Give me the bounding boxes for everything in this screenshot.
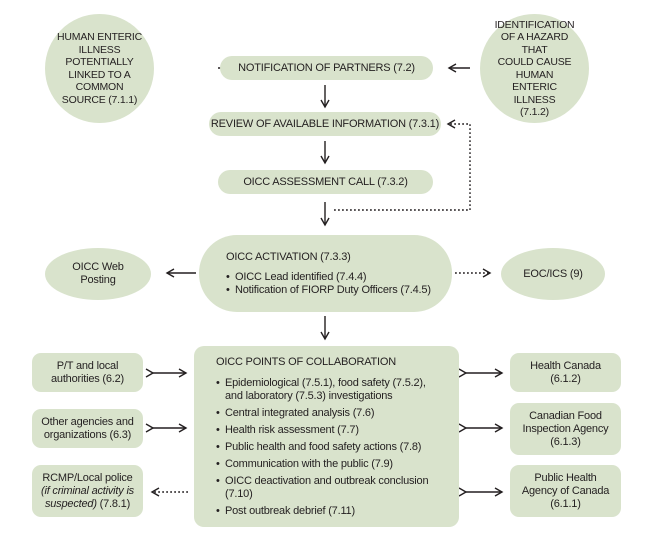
rcmp-reference: (7.8.1) — [96, 497, 131, 510]
phac-node: Public Health Agency of Canada (6.1.1) — [510, 465, 621, 517]
other-agencies-label: Other agencies and organizations (6.3) — [41, 415, 134, 441]
phac-label: Public Health Agency of Canada (6.1.1) — [521, 471, 610, 510]
review-information-label: REVIEW OF AVAILABLE INFORMATION (7.3.1) — [210, 117, 440, 130]
collaboration-item: Epidemiological (7.5.1), food safety (7.… — [216, 377, 451, 403]
collaboration-item: Public health and food safety actions (7… — [216, 441, 451, 454]
other-agencies-node: Other agencies and organizations (6.3) — [32, 409, 143, 448]
eoc-ics-label: EOC/ICS (9) — [523, 267, 583, 280]
dotted-loop-activation-to-review — [334, 119, 471, 211]
pt-local-label: P/T and local authorities (6.2) — [50, 359, 125, 385]
collaboration-content: OICC POINTS OF COLLABORATION Epidemiolog… — [216, 356, 451, 518]
eoc-ics-node: EOC/ICS (9) — [501, 248, 605, 300]
web-posting-node: OICC Web Posting — [45, 248, 151, 300]
hazard-identification-node: IDENTIFICATION OF A HAZARD THAT COULD CA… — [480, 14, 589, 123]
collaboration-list: Epidemiological (7.5.1), food safety (7.… — [216, 377, 451, 518]
rcmp-content: RCMP/Local police (if criminal activity … — [41, 472, 134, 511]
health-canada-label: Health Canada (6.1.2) — [530, 359, 601, 385]
hazard-identification-label: IDENTIFICATION OF A HAZARD THAT COULD CA… — [494, 18, 575, 119]
rcmp-condition-tail: suspected) — [44, 497, 97, 510]
rcmp-node: RCMP/Local police (if criminal activity … — [32, 465, 143, 517]
collaboration-item: Health risk assessment (7.7) — [216, 424, 451, 437]
rcmp-condition: (if criminal activity is — [41, 484, 134, 497]
assessment-call-node: OICC ASSESSMENT CALL (7.3.2) — [218, 170, 433, 194]
activation-item: Notification of FIORP Duty Officers (7.4… — [226, 284, 431, 297]
web-posting-label: OICC Web Posting — [72, 261, 124, 286]
rcmp-label: RCMP/Local police — [42, 471, 133, 484]
collaboration-title: OICC POINTS OF COLLABORATION — [216, 355, 396, 368]
assessment-call-label: OICC ASSESSMENT CALL (7.3.2) — [243, 175, 408, 188]
activation-item: OICC Lead identified (7.4.4) — [226, 271, 431, 284]
collaboration-item: OICC deactivation and outbreak conclusio… — [216, 475, 451, 501]
activation-title: OICC ACTIVATION (7.3.3) — [226, 250, 351, 263]
health-canada-node: Health Canada (6.1.2) — [510, 353, 621, 392]
activation-node: OICC ACTIVATION (7.3.3) OICC Lead identi… — [199, 235, 452, 312]
collaboration-item: Communication with the public (7.9) — [216, 458, 451, 471]
collaboration-item: Post outbreak debrief (7.11) — [216, 505, 451, 518]
collaboration-item: Central integrated analysis (7.6) — [216, 407, 451, 420]
review-information-node: REVIEW OF AVAILABLE INFORMATION (7.3.1) — [209, 112, 441, 136]
cfia-node: Canadian Food Inspection Agency (6.1.3) — [510, 403, 621, 455]
notification-of-partners-node: NOTIFICATION OF PARTNERS (7.2) — [220, 56, 433, 80]
human-illness-node: HUMAN ENTERIC ILLNESS POTENTIALLY LINKED… — [45, 14, 154, 123]
human-illness-label: HUMAN ENTERIC ILLNESS POTENTIALLY LINKED… — [57, 31, 142, 106]
pt-local-node: P/T and local authorities (6.2) — [32, 353, 143, 392]
activation-content: OICC ACTIVATION (7.3.3) OICC Lead identi… — [226, 251, 431, 297]
notification-of-partners-label: NOTIFICATION OF PARTNERS (7.2) — [238, 61, 415, 74]
cfia-label: Canadian Food Inspection Agency (6.1.3) — [522, 409, 609, 448]
collaboration-node: OICC POINTS OF COLLABORATION Epidemiolog… — [194, 346, 459, 527]
rcmp-condition-end: suspected) (7.8.1) — [41, 498, 134, 511]
activation-list: OICC Lead identified (7.4.4) Notificatio… — [226, 271, 431, 297]
